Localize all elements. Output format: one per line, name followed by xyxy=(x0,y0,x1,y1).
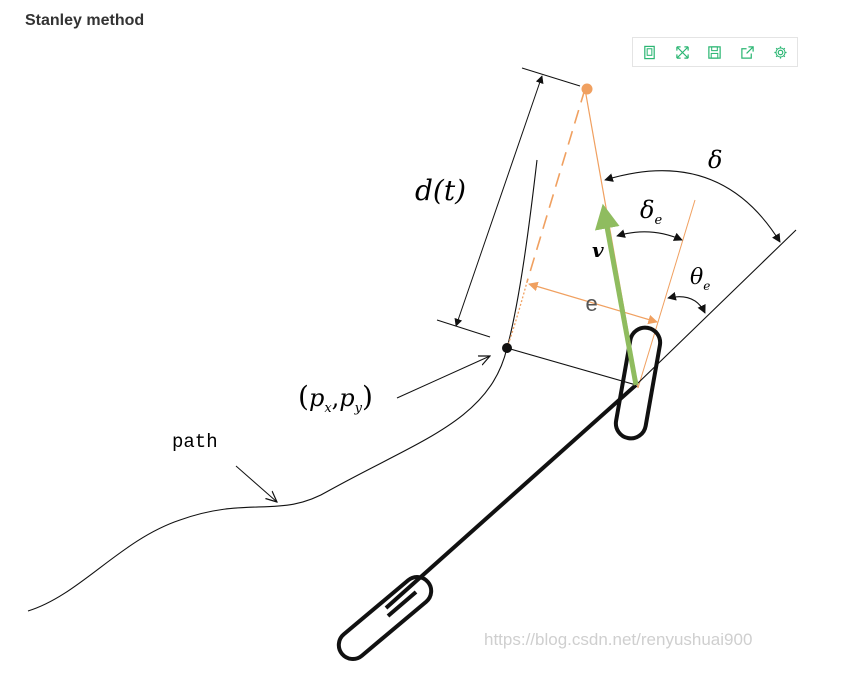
delta-angle-arc xyxy=(604,170,781,243)
nearest-path-point xyxy=(502,343,512,353)
nearest-to-wheel-line xyxy=(506,347,637,386)
dt-extension-top xyxy=(521,67,581,87)
delta-label: δ xyxy=(708,146,722,174)
front-wheel xyxy=(613,325,663,441)
wheel-heading-line xyxy=(637,199,696,389)
velocity-label: v xyxy=(592,238,604,262)
export-button[interactable] xyxy=(731,38,764,66)
data-view-icon xyxy=(644,45,655,59)
watermark: https://blog.csdn.net/renyushuai900 xyxy=(484,630,753,649)
dt-extension-bottom xyxy=(436,319,491,338)
delta-e-label: δe xyxy=(640,196,662,228)
theta-e-angle-arc xyxy=(667,291,706,314)
dt-label: d(t) xyxy=(415,174,466,207)
lookahead-dashed-line xyxy=(526,88,586,283)
restore-button[interactable] xyxy=(666,38,699,66)
chart-toolbar xyxy=(632,37,798,67)
settings-button[interactable] xyxy=(764,38,797,66)
save-icon xyxy=(708,45,722,59)
delta-e-angle-arc xyxy=(616,229,683,241)
dt-dimension-arrow xyxy=(454,75,544,327)
save-image-button[interactable] xyxy=(699,38,732,66)
vehicle-body-line xyxy=(384,383,638,610)
rear-axle-line xyxy=(386,590,418,618)
lookahead-point xyxy=(581,83,593,95)
path-label-arrow xyxy=(235,465,277,502)
export-icon xyxy=(741,45,755,59)
rear-wheel xyxy=(336,575,434,661)
restore-icon xyxy=(675,45,689,59)
cross-track-error-arrow xyxy=(528,281,658,325)
cross-track-error-label: e xyxy=(585,293,598,318)
gear-icon xyxy=(774,45,787,59)
page-title: Stanley method xyxy=(25,12,145,29)
nearest-point-label: (px,py) xyxy=(298,380,373,416)
data-view-button[interactable] xyxy=(633,38,666,66)
theta-e-label: θe xyxy=(690,265,710,293)
axle-reference-line xyxy=(635,229,797,386)
velocity-vector xyxy=(594,203,639,386)
path-label: path xyxy=(172,431,218,453)
point-label-arrow xyxy=(396,356,490,399)
